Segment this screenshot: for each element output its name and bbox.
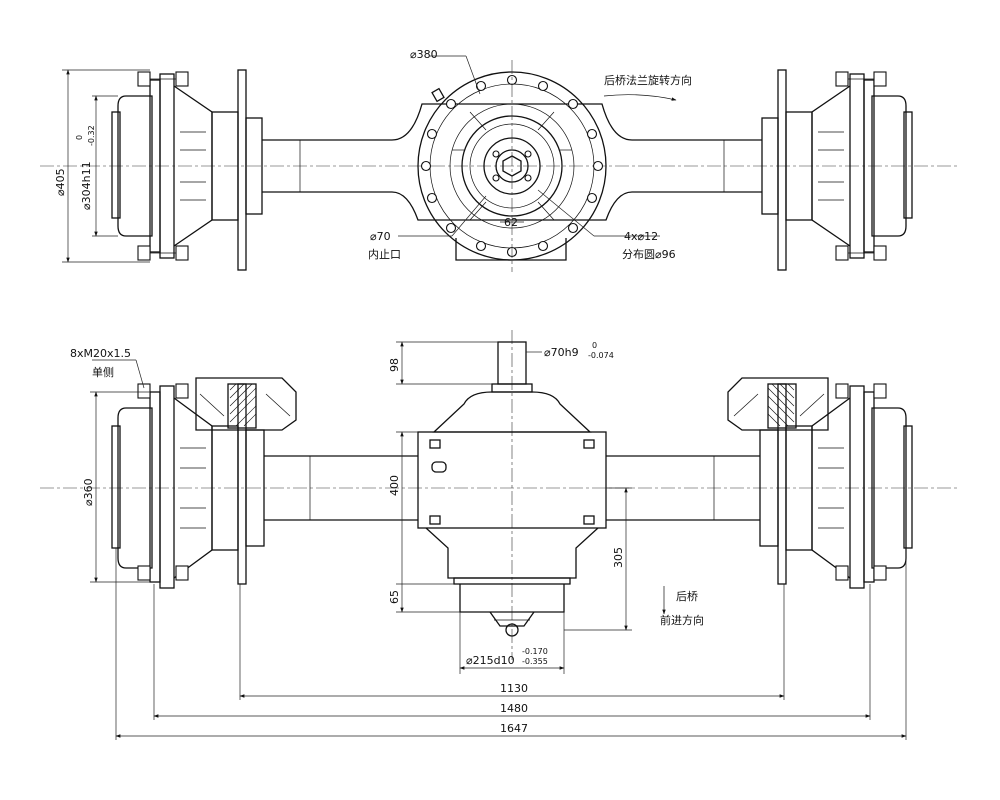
dim62-label: 62 [504,216,518,229]
d215-label: ⌀215d10 [466,654,515,667]
dim1647-label: 1647 [500,722,528,735]
dim305-label: 305 [612,547,625,568]
d304-tol-upper: 0 [75,135,84,140]
holes-label: 4x⌀12 [624,230,658,243]
d70h9-tol-lower: -0.074 [588,351,614,360]
dim98-label: 98 [388,358,401,372]
front-view: 8xM20x1.5 单侧 ⌀70h9 0 -0.074 98 400 65 30… [40,330,960,740]
thread-label: 8xM20x1.5 [70,347,131,360]
rotation-note: 后桥法兰旋转方向 [604,73,692,87]
front-dims [90,341,907,740]
axle-tube-front [264,455,760,521]
d304-tol-lower: -0.32 [87,125,96,146]
dim1480-label: 1480 [500,702,528,715]
inner-spigot-label: 内止口 [368,247,401,261]
housing-bolts [420,74,604,258]
rear-axle-label: 后桥 [676,590,698,603]
d215-tol-upper: -0.170 [522,647,548,656]
diff-housing-top [417,60,607,272]
right-hub-front [727,377,913,589]
dim400-label: 400 [388,475,401,496]
top-dims [62,55,660,263]
left-hub-top [111,69,263,271]
rotation-arrow [603,94,677,101]
pcd-label: 分布圆⌀96 [622,248,676,261]
d360-label: ⌀360 [82,478,95,506]
gearbox-housing [417,341,607,637]
d70h9-label: ⌀70h9 [544,346,579,359]
d215-tol-lower: -0.355 [522,657,548,666]
single-side-label: 单侧 [92,366,114,379]
dim1130-label: 1130 [500,682,528,695]
dim65-label: 65 [388,590,401,604]
d405-label: ⌀405 [54,168,67,196]
top-view: ⌀380 后桥法兰旋转方向 ⌀405 ⌀304h11 0 -0.32 ⌀70 内… [40,48,960,272]
left-hub-front [111,377,297,589]
forward-label: 前进方向 [660,613,704,627]
d70-label: ⌀70 [370,230,391,243]
d304-label: ⌀304h11 [80,161,93,210]
d70h9-tol-upper: 0 [592,341,597,350]
d380-label: ⌀380 [410,48,438,61]
right-hub-top [761,69,913,271]
